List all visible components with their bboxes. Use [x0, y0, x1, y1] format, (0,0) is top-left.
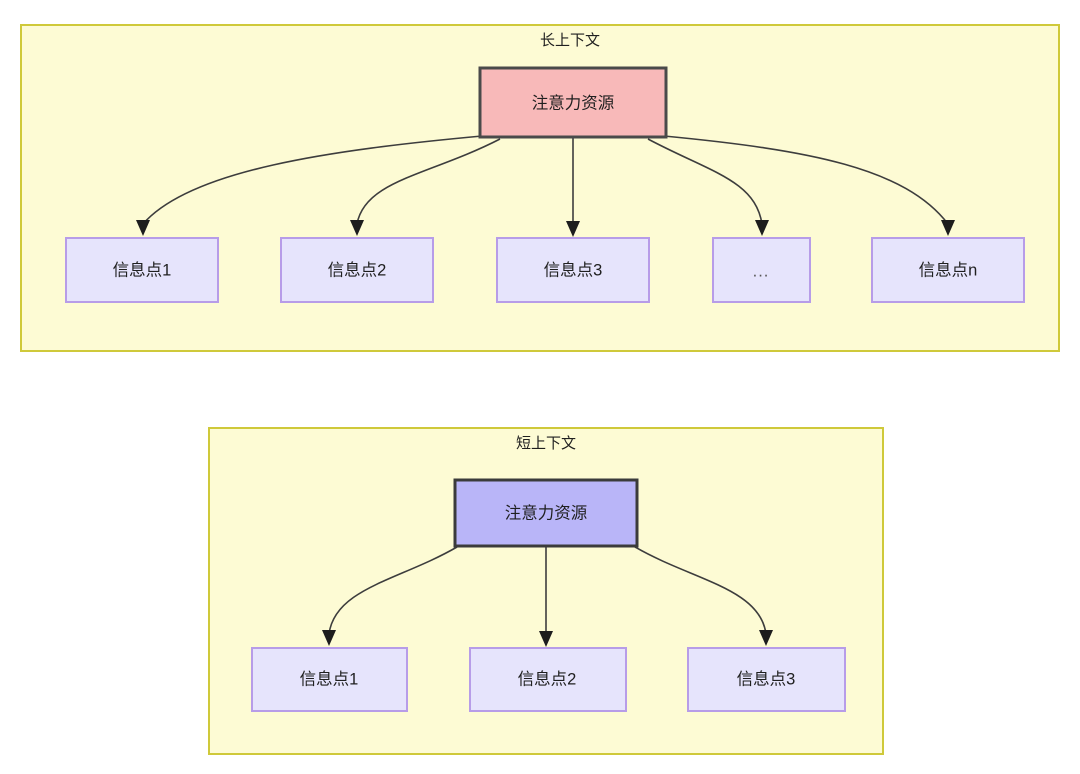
node-box-info-1-short — [251, 647, 408, 712]
node-box-info-2-long — [280, 237, 434, 303]
edge-root-to-info3-short — [634, 546, 767, 635]
node-attention-resource-long[interactable]: 注意力资源 — [478, 66, 668, 139]
node-box-attention-short — [453, 478, 639, 548]
edges-long-context — [136, 135, 955, 237]
node-label-info-3-short: 信息点3 — [737, 669, 796, 688]
node-label-attention-short: 注意力资源 — [505, 503, 588, 522]
node-label-ellipsis-long: ... — [753, 262, 770, 280]
node-info-point-n-long[interactable]: 信息点n — [871, 237, 1025, 303]
edge-root-to-info1 — [142, 135, 483, 225]
arrowhead-ellipsis — [755, 220, 769, 236]
arrowhead-infon — [941, 220, 955, 236]
node-info-point-1-long[interactable]: 信息点1 — [65, 237, 219, 303]
arrowhead-info2-short — [539, 631, 553, 647]
node-box-info-1-long — [65, 237, 219, 303]
node-label-info-n-long: 信息点n — [919, 260, 978, 279]
node-label-info-2-short: 信息点2 — [518, 669, 577, 688]
node-label-attention-long: 注意力资源 — [532, 93, 615, 112]
node-info-point-2-long[interactable]: 信息点2 — [280, 237, 434, 303]
node-box-info-n-long — [871, 237, 1025, 303]
container-title-long-context: 长上下文 — [540, 32, 600, 49]
arrowhead-info1-short — [322, 630, 336, 646]
arrowhead-info1 — [136, 220, 150, 236]
group-short-context: 短上下文 注意力资源 信息点1 — [208, 427, 884, 755]
node-label-info-3-long: 信息点3 — [544, 260, 603, 279]
node-info-point-3-short[interactable]: 信息点3 — [687, 647, 846, 712]
node-box-ellipsis-long — [712, 237, 811, 303]
arrowhead-info3-short — [759, 630, 773, 646]
node-info-point-3-long[interactable]: 信息点3 — [496, 237, 650, 303]
edge-root-to-ellipsis — [647, 138, 763, 225]
edge-root-to-infon — [663, 135, 949, 225]
edges-short-context — [322, 546, 773, 647]
node-box-info-3-short — [687, 647, 846, 712]
node-box-attention-long — [478, 66, 668, 139]
node-info-point-ellipsis-long[interactable]: ... — [712, 237, 811, 303]
edge-root-to-info2 — [356, 138, 501, 225]
node-label-info-1-short: 信息点1 — [300, 669, 359, 688]
node-info-point-1-short[interactable]: 信息点1 — [251, 647, 408, 712]
container-title-short-context: 短上下文 — [516, 435, 576, 452]
edge-root-to-info1-short — [328, 546, 458, 635]
node-attention-resource-short[interactable]: 注意力资源 — [453, 478, 639, 548]
node-label-info-2-long: 信息点2 — [328, 260, 387, 279]
arrowhead-info2 — [350, 220, 364, 236]
node-box-info-2-short — [469, 647, 627, 712]
node-box-info-3-long — [496, 237, 650, 303]
node-info-point-2-short[interactable]: 信息点2 — [469, 647, 627, 712]
arrowhead-info3 — [566, 221, 580, 237]
group-long-context: 长上下文 注意 — [20, 24, 1060, 352]
node-label-info-1-long: 信息点1 — [113, 260, 172, 279]
